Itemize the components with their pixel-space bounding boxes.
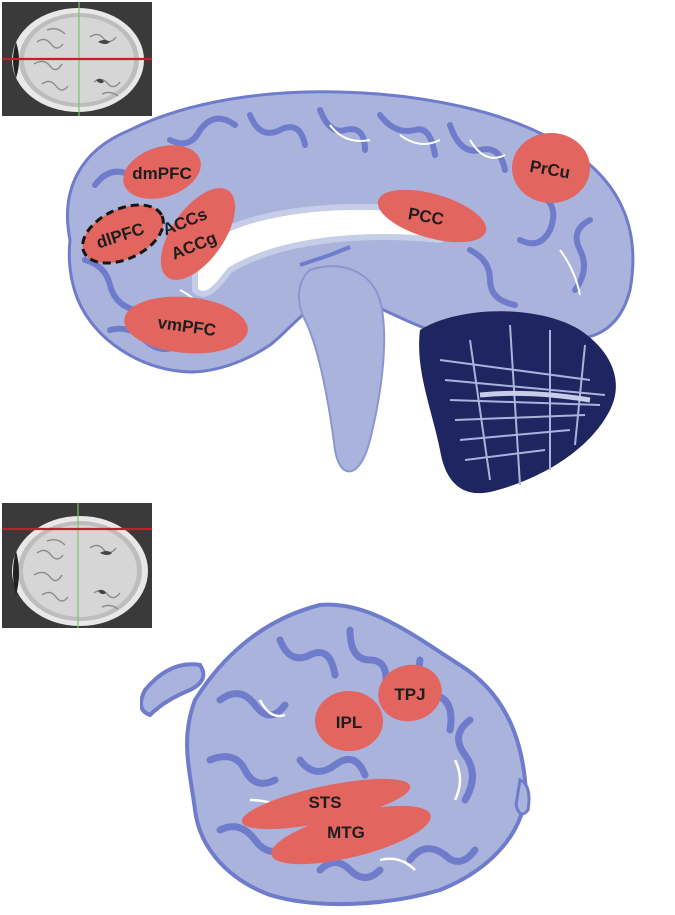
region-MTG: MTG bbox=[271, 805, 431, 865]
label-MTG: MTG bbox=[327, 823, 365, 842]
region-vmPFC: vmPFC bbox=[124, 296, 248, 354]
region-dlPFC: dlPFC bbox=[81, 203, 165, 265]
cerebellar-folia bbox=[439, 324, 606, 486]
brainstem bbox=[298, 265, 386, 473]
axial-mri-image bbox=[2, 503, 152, 628]
detached-gyrus bbox=[140, 662, 206, 718]
region-STS: STS bbox=[241, 778, 411, 830]
region-PrCu: PrCu bbox=[512, 133, 590, 203]
axial-mri-thumbnail-bottom bbox=[2, 503, 152, 628]
label-IPL: IPL bbox=[336, 713, 362, 732]
region-TPJ: TPJ bbox=[378, 664, 442, 722]
region-IPL: IPL bbox=[315, 691, 383, 751]
sagittal-region-overlays: dmPFC ACCs ACCg dlPFC vmPFC PCC PrCu bbox=[81, 133, 590, 354]
label-STS: STS bbox=[308, 793, 341, 812]
region-PCC: PCC bbox=[377, 189, 487, 243]
axial-mri-image bbox=[2, 2, 152, 116]
label-dmPFC: dmPFC bbox=[132, 164, 192, 183]
lateral-cortex bbox=[185, 602, 528, 907]
axial-mri-thumbnail-top bbox=[2, 2, 152, 116]
label-TPJ: TPJ bbox=[394, 685, 425, 704]
lateral-region-overlays: IPL TPJ STS MTG bbox=[241, 664, 442, 865]
region-dmPFC: dmPFC bbox=[123, 145, 201, 199]
